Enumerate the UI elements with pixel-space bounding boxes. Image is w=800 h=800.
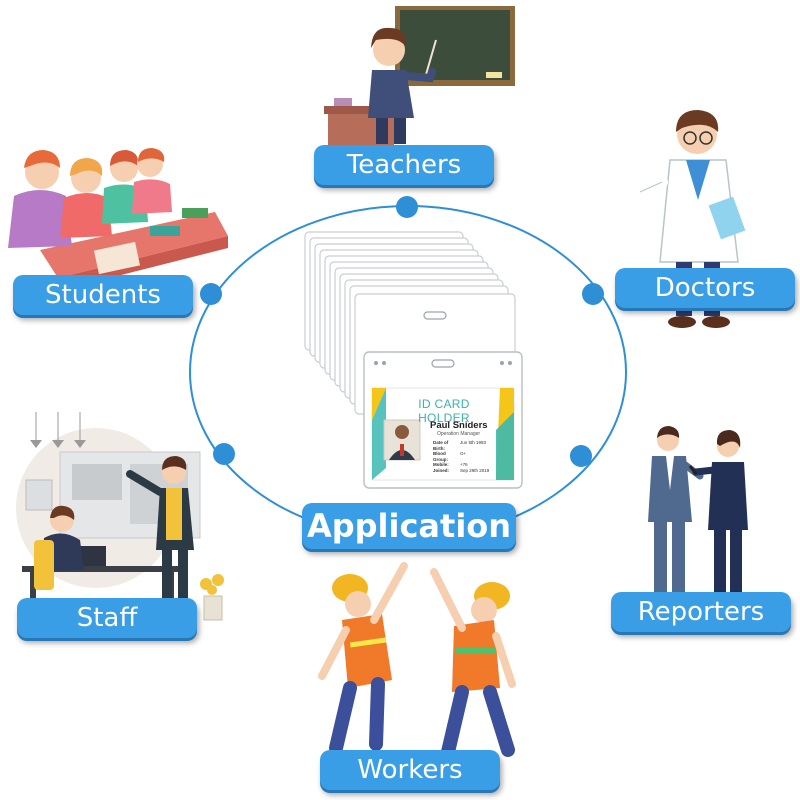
- reporters-label: Reporters: [611, 592, 791, 632]
- id-card-row: Joined: Sep 29th 2019: [433, 468, 497, 474]
- id-card-row-value: +76: [460, 462, 468, 467]
- id-card-title: Operation Manager: [437, 431, 481, 437]
- id-card-row-label: Mobile:: [433, 462, 449, 467]
- id-card-row: Date of Birth: Jun 5th 1993: [433, 440, 497, 451]
- id-card-row: Mobile: +76: [433, 462, 497, 468]
- ring-dot-top: [396, 196, 418, 218]
- application-label: Application: [302, 503, 516, 549]
- id-card-row-label: Date of Birth:: [433, 440, 449, 451]
- workers-label: Workers: [320, 750, 500, 790]
- ring-dot-right-lower: [570, 445, 592, 467]
- id-card-details: Date of Birth: Jun 5th 1993 Blood Group:…: [433, 440, 497, 473]
- staff-label: Staff: [17, 598, 197, 638]
- id-card-row: Blood Group: O+: [433, 451, 497, 462]
- teachers-label: Teachers: [314, 145, 494, 185]
- doctors-label: Doctors: [615, 268, 795, 308]
- id-card-row-label: Joined:: [433, 467, 450, 473]
- id-card-name: Paul Sniders: [430, 420, 488, 431]
- id-card-row-label: Blood Group:: [433, 451, 448, 462]
- ring-dot-left-lower: [213, 443, 235, 465]
- id-card-row-value: Jun 5th 1993: [460, 440, 487, 445]
- ring-dot-left-upper: [200, 283, 222, 305]
- id-card-row-value: O+: [460, 451, 467, 456]
- students-label: Students: [13, 275, 193, 315]
- id-card-header: ID CARD HOLDER: [418, 397, 470, 425]
- id-card-row-value: Sep 29th 2019: [460, 467, 490, 473]
- ring-dot-right-upper: [582, 283, 604, 305]
